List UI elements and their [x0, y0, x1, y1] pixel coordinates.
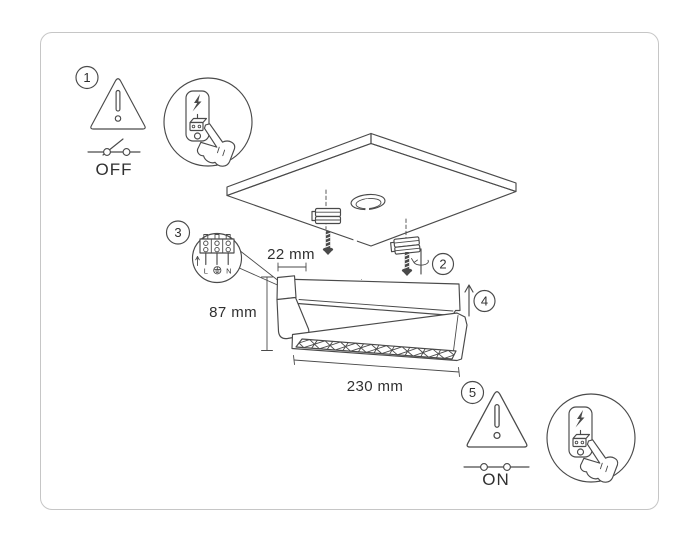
terminal-label-live: L — [204, 267, 208, 276]
dimension-fixture-height: 87 mm — [209, 276, 273, 351]
step-1-group: 1 OFF — [75, 65, 253, 179]
light-fixture — [276, 275, 468, 362]
ceiling-edge-hatch-right — [370, 132, 517, 193]
louver-grid — [295, 338, 457, 360]
lift-arrow-icon — [464, 284, 474, 317]
step-3-group: 3 — [165, 220, 283, 288]
dimension-fixture-length: 230 mm — [293, 355, 460, 395]
step-3-number: 3 — [174, 225, 181, 240]
ground-icon — [213, 266, 222, 275]
step-4-group: 4 — [464, 284, 496, 317]
mounting-hardware: 2 — [311, 189, 455, 277]
on-label: ON — [482, 470, 510, 489]
off-label: OFF — [96, 160, 133, 179]
fixture-length-label: 230 mm — [347, 378, 404, 395]
screw-right — [401, 251, 413, 277]
power-cable — [353, 198, 370, 280]
step-1-number: 1 — [83, 70, 90, 85]
fixture-driver-box — [279, 278, 461, 317]
step-2-number: 2 — [439, 257, 446, 272]
dimension-canopy-width: 22 mm — [267, 246, 315, 272]
step-4-badge: 4 — [473, 289, 496, 313]
insert-arrow-icon — [195, 256, 200, 266]
step-5-badge: 5 — [460, 380, 485, 405]
terminal-block: L N — [195, 234, 235, 276]
screw-left — [322, 230, 334, 256]
step-5-group: 5 ON — [460, 380, 636, 489]
warning-triangle-icon — [90, 78, 146, 130]
fixture-led-head — [291, 312, 468, 362]
power-off-bubble — [163, 77, 253, 173]
on-switch-symbol — [463, 463, 530, 471]
step-1-badge: 1 — [75, 65, 99, 90]
ceiling-panel — [226, 132, 517, 280]
diagram-frame — [40, 32, 659, 510]
terminal-detail-bubble: L N — [191, 232, 243, 284]
wall-anchor-left — [311, 207, 342, 225]
power-on-bubble — [546, 393, 636, 489]
terminal-label-neutral: N — [226, 267, 231, 276]
fixture-canopy — [276, 275, 297, 301]
off-switch-symbol — [87, 138, 141, 156]
wall-anchor-right — [389, 236, 421, 256]
step-2-badge: 2 — [431, 252, 455, 276]
canopy-width-label: 22 mm — [267, 246, 315, 263]
fixture-height-label: 87 mm — [209, 304, 257, 321]
step-3-badge: 3 — [165, 220, 191, 245]
step-5-number: 5 — [469, 385, 476, 400]
screw-rotation-icon — [411, 248, 429, 275]
step-4-number: 4 — [481, 294, 488, 309]
